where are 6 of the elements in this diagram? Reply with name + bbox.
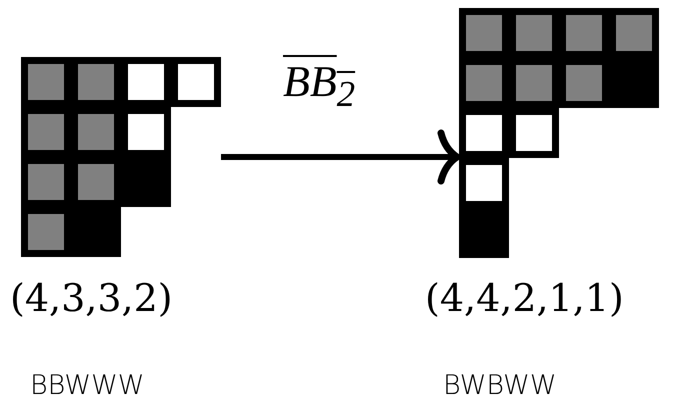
young-diagram-drawing: [21, 57, 221, 257]
young-diagram-drawing: [459, 8, 659, 258]
word-label: BWBWW: [443, 370, 557, 401]
partition-label: (4,4,2,1,1): [425, 276, 624, 320]
partition-label: (4,3,3,2): [10, 276, 173, 320]
word-label: BBWWW: [30, 370, 144, 401]
